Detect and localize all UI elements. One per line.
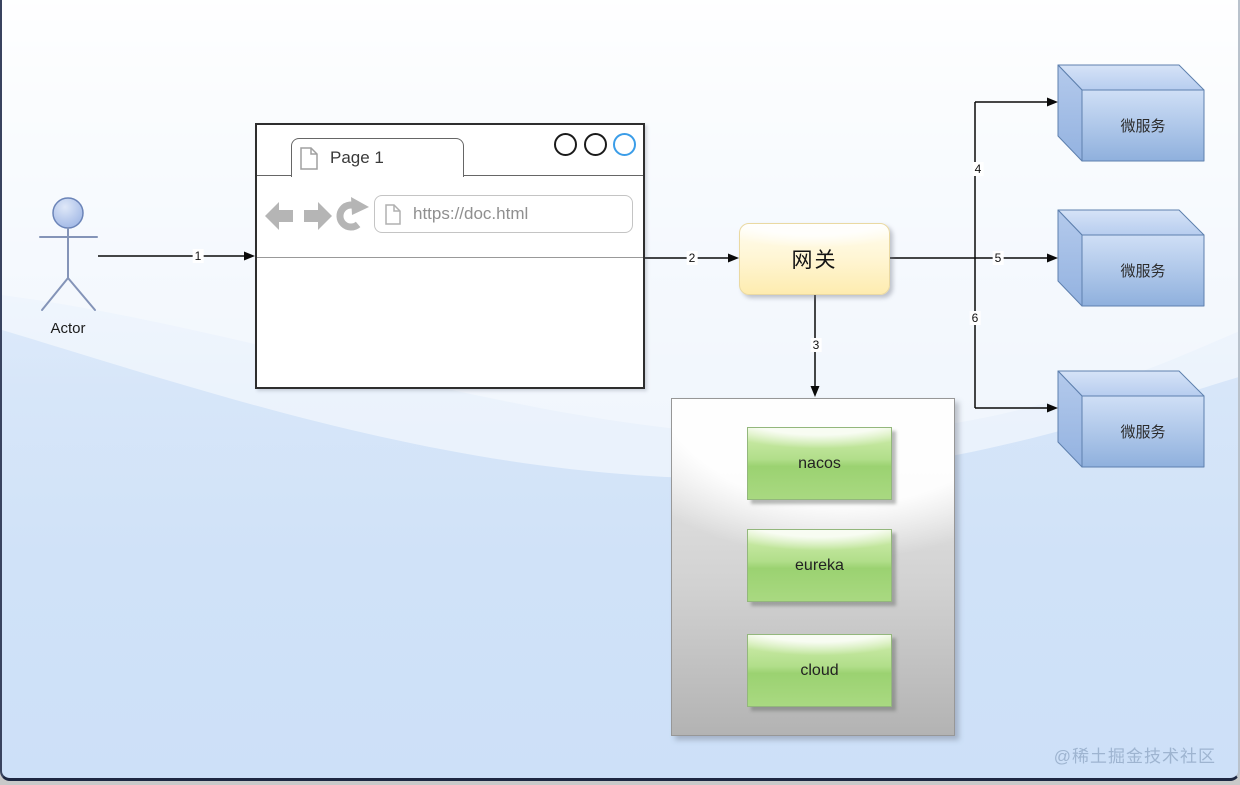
browser-nav-icons (265, 197, 369, 231)
url-text: https://doc.html (413, 204, 529, 223)
arrow-3-head (810, 386, 820, 397)
arrow-1-head (244, 251, 255, 261)
toolbar-divider (257, 257, 643, 258)
arrow-2-head (728, 253, 739, 263)
arrow-label-1: 1 (192, 249, 204, 263)
actor-figure-icon (39, 197, 98, 311)
microservice-label: 微服务 (1120, 263, 1166, 280)
arrow-6-head (1047, 403, 1058, 413)
microservice-cube (1057, 209, 1205, 307)
arrow-label-2: 2 (686, 251, 698, 265)
arrow-label-5: 5 (992, 251, 1004, 265)
arrow-label-6: 6 (969, 311, 981, 325)
arrow-label-3: 3 (810, 338, 822, 352)
page-icon (385, 203, 401, 225)
registry-item-eureka: eureka (747, 529, 892, 602)
microservice-label: 微服务 (1120, 118, 1166, 135)
registry-container: nacos eureka cloud (671, 398, 955, 736)
back-arrow-icon (265, 202, 293, 230)
microservice-cube (1057, 370, 1205, 468)
refresh-icon (336, 197, 369, 231)
browser-tab: Page 1 (291, 138, 464, 177)
microservice-cube (1057, 64, 1205, 162)
window-circle-icon (554, 133, 577, 156)
browser-tab-title: Page 1 (330, 148, 384, 167)
window-circle-icon (584, 133, 607, 156)
forward-arrow-icon (304, 202, 332, 230)
browser-window: Page 1 https://doc.html (255, 123, 645, 389)
page-icon (300, 146, 318, 170)
registry-item-cloud: cloud (747, 634, 892, 707)
window-circle-accent-icon (613, 133, 636, 156)
actor-label: Actor (50, 320, 86, 337)
arrow-5-head (1047, 253, 1058, 263)
arrow-4-head (1047, 97, 1058, 107)
gateway-node: 网关 (739, 223, 890, 295)
registry-item-nacos: nacos (747, 427, 892, 500)
microservice-label: 微服务 (1120, 424, 1166, 441)
arrow-label-4: 4 (972, 162, 984, 176)
url-bar: https://doc.html (374, 195, 633, 233)
watermark: @稀土掘金技术社区 (1053, 747, 1216, 766)
microservice-cubes (1057, 64, 1205, 468)
